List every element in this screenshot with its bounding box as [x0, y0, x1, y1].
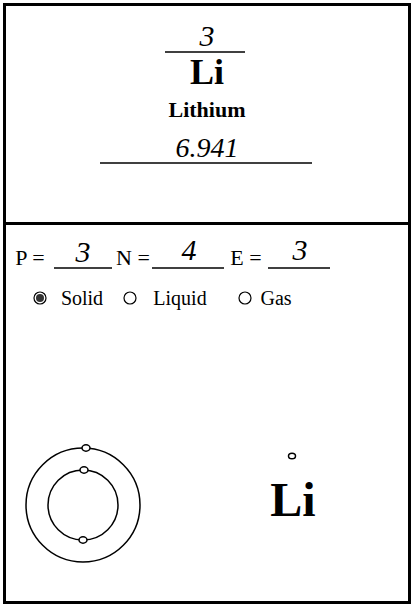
lewis-symbol: Li [270, 476, 315, 524]
field-label: N = [116, 247, 150, 269]
proton-count: 3 [76, 237, 91, 267]
atomic-number: 3 [200, 21, 215, 51]
card-section: 3LiLithium 6.941 [3, 3, 411, 225]
blank-line [54, 267, 112, 269]
blank-line [100, 162, 312, 164]
blank-line [165, 51, 245, 53]
radio-fill [36, 294, 44, 302]
state-option: Liquid [153, 288, 206, 308]
state-option: Solid [61, 288, 103, 308]
element-name: Lithium [168, 99, 245, 121]
element-symbol: Li [190, 54, 224, 90]
card-section: P = 3 N = 4 E = 3Solid Liquid GasLi [3, 222, 411, 604]
electron [79, 537, 87, 543]
state-option: Gas [260, 288, 291, 308]
blank-line [152, 267, 224, 269]
outer-shell [26, 448, 140, 562]
electron [82, 445, 90, 451]
valence-dot [289, 453, 296, 459]
inner-shell [48, 470, 118, 540]
radio-button [124, 292, 136, 304]
radio-button [239, 292, 251, 304]
field-label: P = [15, 247, 44, 269]
neutron-count: 4 [182, 235, 197, 265]
blank-line [268, 267, 330, 269]
atomic-mass: 6.941 [176, 134, 239, 162]
electron-count: 3 [293, 235, 308, 265]
electron [80, 467, 88, 473]
field-label: E = [230, 247, 261, 269]
radio-button [34, 292, 46, 304]
